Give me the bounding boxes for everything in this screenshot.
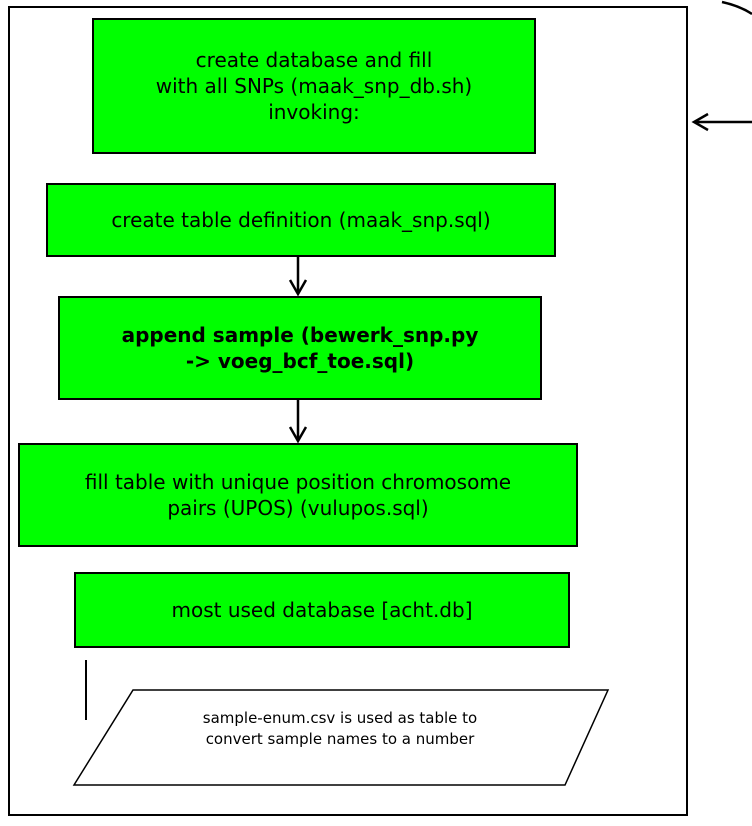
most-used-database-text: most used database [acht.db] <box>171 598 473 622</box>
append-sample-text: append sample (bewerk_snp.py -> voeg_bcf… <box>122 322 479 374</box>
sample-enum-note-line-1: sample-enum.csv is used as table to <box>202 709 478 727</box>
table-definition-box: create table definition (maak_snp.sql) <box>46 183 556 257</box>
fill-upos-text: fill table with unique position chromoso… <box>85 469 511 521</box>
append-sample-line-2: -> voeg_bcf_toe.sql) <box>185 349 415 373</box>
create-database-line-2: with all SNPs (maak_snp_db.sh) <box>155 74 473 98</box>
create-database-box: create database and fill with all SNPs (… <box>92 18 536 154</box>
side-arrowhead-left <box>691 112 709 132</box>
create-database-text: create database and fill with all SNPs (… <box>156 47 472 125</box>
corner-curve <box>721 0 752 16</box>
sample-enum-note-line-2: convert sample names to a number <box>205 730 475 748</box>
append-sample-line-1: append sample (bewerk_snp.py <box>121 323 479 347</box>
outer-frame <box>8 6 688 816</box>
arrowhead-down-2 <box>288 426 308 444</box>
arrowhead-down-1 <box>288 279 308 297</box>
append-sample-box: append sample (bewerk_snp.py -> voeg_bcf… <box>58 296 542 400</box>
fill-upos-line-1: fill table with unique position chromoso… <box>84 470 512 494</box>
create-database-line-1: create database and fill <box>195 48 433 72</box>
create-database-line-3: invoking: <box>268 100 360 124</box>
table-definition-text: create table definition (maak_snp.sql) <box>111 208 491 232</box>
note-parallelogram <box>72 689 610 786</box>
fill-upos-line-2: pairs (UPOS) (vulupos.sql) <box>167 496 429 520</box>
sample-enum-note: sample-enum.csv is used as table to conv… <box>110 708 570 750</box>
most-used-database-box: most used database [acht.db] <box>74 572 570 648</box>
fill-upos-box: fill table with unique position chromoso… <box>18 443 578 547</box>
